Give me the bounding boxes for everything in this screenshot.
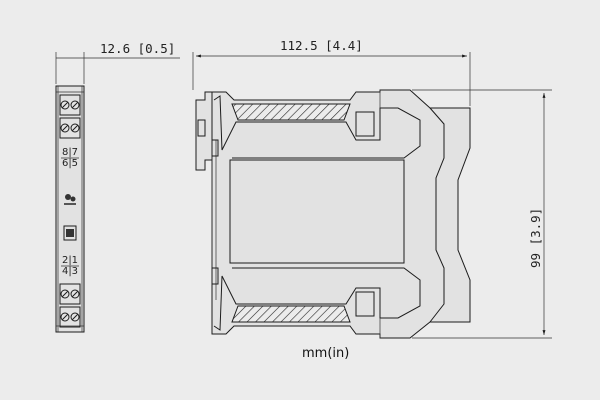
label-window (229, 159, 405, 264)
height-dimension-label: 99 [3.9] (528, 208, 543, 268)
terminal-label-top-lower: 6|5 (62, 158, 78, 169)
front-view: 8|7 6|5 2|1 4|3 (55, 41, 180, 333)
screw-icon (60, 289, 80, 322)
height-dimension: 99 [3.9] (412, 89, 552, 339)
units-label: mm(in) (302, 346, 349, 361)
screw-icon (60, 100, 80, 133)
terminal-label-bottom-lower: 4|3 (62, 266, 78, 277)
width-dimension: 12.6 [0.5] (55, 41, 180, 84)
side-view-housing (211, 89, 471, 339)
terminal-label-bottom-upper: 2|1 (62, 255, 78, 266)
terminal-label-top-upper: 8|7 (62, 147, 78, 158)
width-dimension-label: 12.6 [0.5] (100, 41, 175, 56)
brand-logo-icon (64, 194, 76, 205)
top-terminal-block (59, 94, 81, 139)
top-terminal-hatch (231, 103, 351, 121)
bottom-terminal-block (59, 283, 81, 328)
length-dimension: 112.5 [4.4] (192, 38, 471, 106)
bottom-terminal-hatch (231, 305, 351, 323)
length-dimension-label: 112.5 [4.4] (280, 38, 363, 53)
usb-port-icon (63, 225, 77, 241)
side-view: 112.5 [4.4] 99 [3.9] (192, 38, 552, 339)
